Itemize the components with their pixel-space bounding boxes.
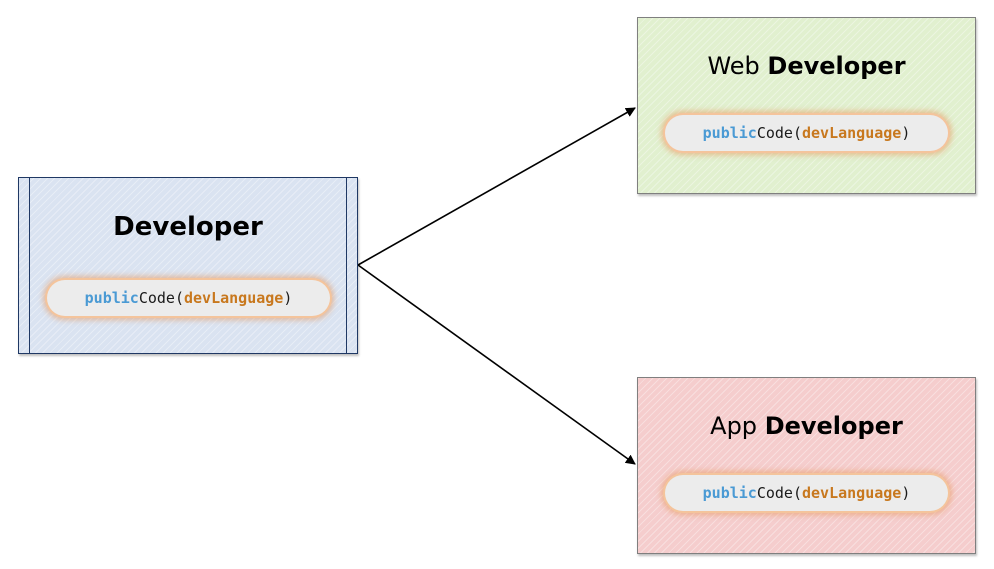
app-developer-class-box[interactable]: App Developer public Code(devLanguage) [637, 377, 976, 554]
method-name: Code( [756, 484, 802, 502]
method-close: ) [901, 124, 911, 142]
method-param: devLanguage [801, 484, 902, 502]
arrow-to-web-developer [357, 107, 636, 266]
title-prefix: Web [707, 52, 760, 80]
title-prefix: App [710, 412, 758, 440]
title-bold: Developer [767, 52, 906, 80]
developer-title: Developer [113, 212, 263, 242]
keyword-public: public [702, 484, 757, 502]
method-name: Code( [138, 289, 184, 307]
keyword-public: public [84, 289, 139, 307]
left-bar [19, 178, 30, 353]
right-bar [346, 178, 357, 353]
method-name: Code( [756, 124, 802, 142]
method-close: ) [901, 484, 911, 502]
code-method-pill[interactable]: public Code(devLanguage) [47, 280, 330, 316]
developer-class-box[interactable]: Developer public Code(devLanguage) [18, 177, 358, 354]
app-developer-title: App Developer [638, 412, 975, 440]
arrow-to-app-developer [357, 264, 636, 465]
method-close: ) [283, 289, 293, 307]
title-bold: Developer [764, 412, 903, 440]
code-method-pill[interactable]: public Code(devLanguage) [665, 475, 948, 511]
web-developer-title: Web Developer [638, 52, 975, 80]
web-developer-class-box[interactable]: Web Developer public Code(devLanguage) [637, 17, 976, 194]
method-param: devLanguage [183, 289, 284, 307]
keyword-public: public [702, 124, 757, 142]
code-method-pill[interactable]: public Code(devLanguage) [665, 115, 948, 151]
method-param: devLanguage [801, 124, 902, 142]
